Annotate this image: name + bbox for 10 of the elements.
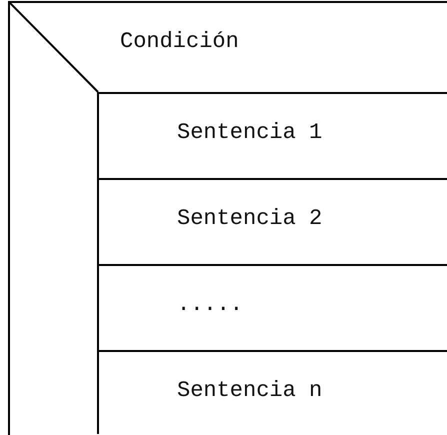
- statement-block: [97, 350, 447, 434]
- statement-text: .....: [177, 292, 244, 317]
- statement-text: Sentencia n: [177, 378, 322, 403]
- statement-text: Sentencia 1: [177, 120, 322, 145]
- loop-block: [8, 1, 447, 435]
- statement-text: Sentencia 2: [177, 206, 322, 231]
- statement-block: [97, 264, 447, 350]
- statement-block: [97, 178, 447, 264]
- statement-block: [97, 92, 447, 178]
- condition-text: Condición: [120, 29, 239, 54]
